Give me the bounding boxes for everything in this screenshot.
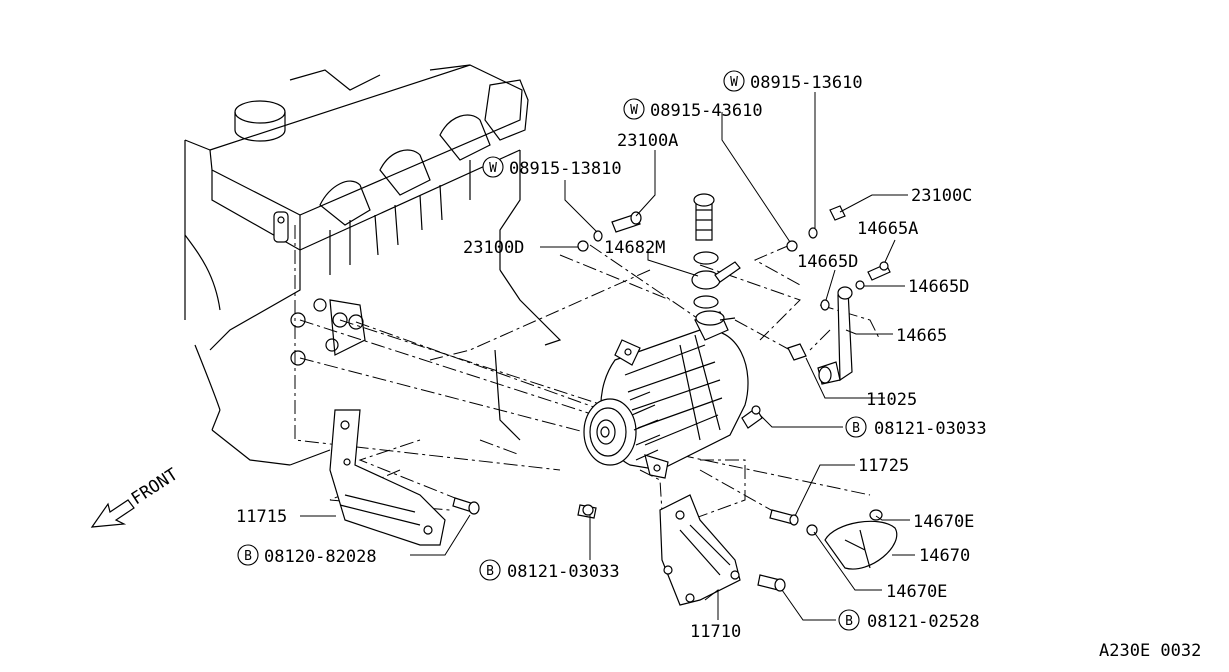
part-number: 11715 [236,507,287,527]
callout-14670: 14670 [919,546,970,566]
front-direction-indicator: FRONT [90,465,182,528]
part-number: 23100D [463,238,524,258]
part-number: 11710 [690,622,741,642]
banjo-fitting-stack [691,193,741,309]
callout-14665d-top: 14665D [797,252,858,272]
assembly-guide-lines [294,225,881,561]
callout-w-08915-43610: W 08915-43610 [623,98,763,121]
callout-23100c: 23100C [911,186,972,206]
callout-w-08915-13810: W 08915-13810 [482,156,622,179]
callout-prefix: B [845,614,853,629]
callout-11725: 11725 [858,456,909,476]
part-number: 11725 [858,456,909,476]
part-number: 08121-03033 [874,419,987,439]
part-number: 14665A [857,219,918,239]
diagram-code: A230E 0032 [1099,641,1201,661]
callout-23100a: 23100A [617,131,678,151]
callout-b-08121-02528: B 08121-02528 [838,609,980,632]
part-number: 08121-02528 [867,612,980,632]
callout-11710: 11710 [690,622,741,642]
part-number: 23100A [617,131,678,151]
callout-prefix: W [730,75,738,90]
part-number: 08915-13810 [509,159,622,179]
callout-23100d: 23100D [463,238,524,258]
callout-prefix: W [630,103,638,118]
part-number: 08120-82028 [264,547,377,567]
callout-prefix: W [489,161,497,176]
callout-b-08121-03033-right: B 08121-03033 [845,416,987,439]
part-number: 14665D [797,252,858,272]
callout-11715: 11715 [236,507,287,527]
callout-14682m: 14682M [604,238,665,258]
part-number: 11025 [866,390,917,410]
callout-14665d-right: 14665D [908,277,969,297]
front-label: FRONT [128,465,182,510]
part-number: 08915-43610 [650,101,763,121]
part-number: 14682M [604,238,665,258]
part-number: 08915-13610 [750,73,863,93]
alternator [583,310,749,479]
leader-lines [300,92,915,621]
part-number: 14670E [886,582,947,602]
callout-14670e-top: 14670E [913,512,974,532]
callout-b-08120-82028: B 08120-82028 [237,544,377,567]
part-number: 14670 [919,546,970,566]
callout-b-08121-03033-bottom: B 08121-03033 [479,559,620,582]
callout-14665: 14665 [896,326,947,346]
callout-11025: 11025 [866,390,917,410]
callout-prefix: B [852,421,860,436]
part-number: 23100C [911,186,972,206]
callout-prefix: B [486,564,494,579]
part-number: 14665D [908,277,969,297]
part-number: 08121-03033 [507,562,620,582]
part-number: 14670E [913,512,974,532]
engine-block [184,64,562,466]
callout-14670e-bottom: 14670E [886,582,947,602]
callout-14665a: 14665A [857,219,918,239]
small-hardware [452,205,898,592]
brackets [329,409,741,606]
callout-prefix: B [244,549,252,564]
callout-w-08915-13610: W 08915-13610 [723,70,863,93]
part-number: 14665 [896,326,947,346]
